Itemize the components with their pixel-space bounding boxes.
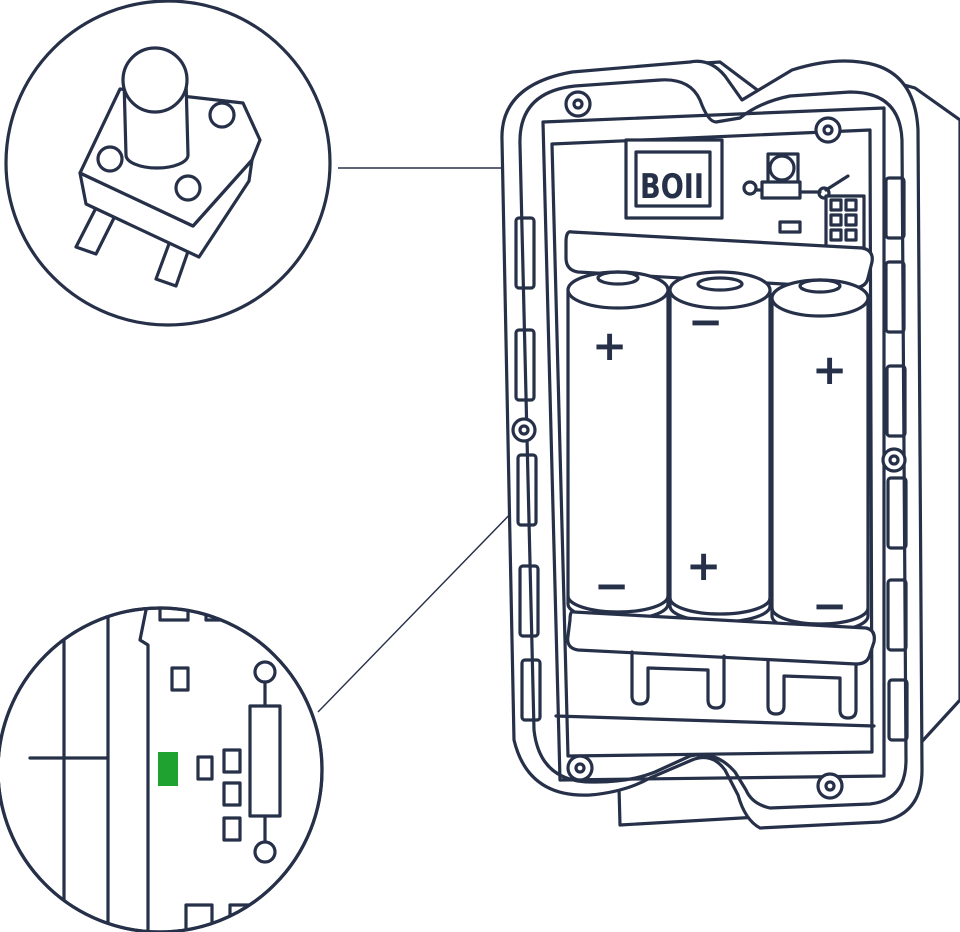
led-indicator (158, 752, 178, 786)
battery-middle: − + (668, 270, 772, 648)
battery-right-negative: − (812, 581, 847, 630)
button-detail-circle (4, 0, 332, 327)
battery-middle-negative: − (688, 297, 723, 346)
spring-contacts (630, 650, 858, 720)
battery-middle-positive: + (686, 541, 721, 590)
battery-left-negative: − (594, 561, 629, 610)
tactile-push-button-icon (74, 46, 262, 288)
battery-compartment-device-icon: BOII (500, 59, 960, 830)
board-push-button (768, 154, 796, 182)
battery-right: + − (770, 278, 870, 634)
battery-left-positive: + (592, 321, 627, 370)
housing-slots-left (514, 216, 542, 722)
board-detail-circle (0, 606, 324, 932)
pcb-module: BOII (624, 138, 866, 250)
battery-right-positive: + (812, 345, 847, 394)
battery-left: + − (566, 270, 670, 622)
screw-holes (511, 90, 907, 800)
housing-slots-right (884, 176, 909, 742)
board-led (778, 220, 802, 234)
chip-marking: BOII (640, 167, 704, 207)
pin-header (824, 194, 866, 250)
